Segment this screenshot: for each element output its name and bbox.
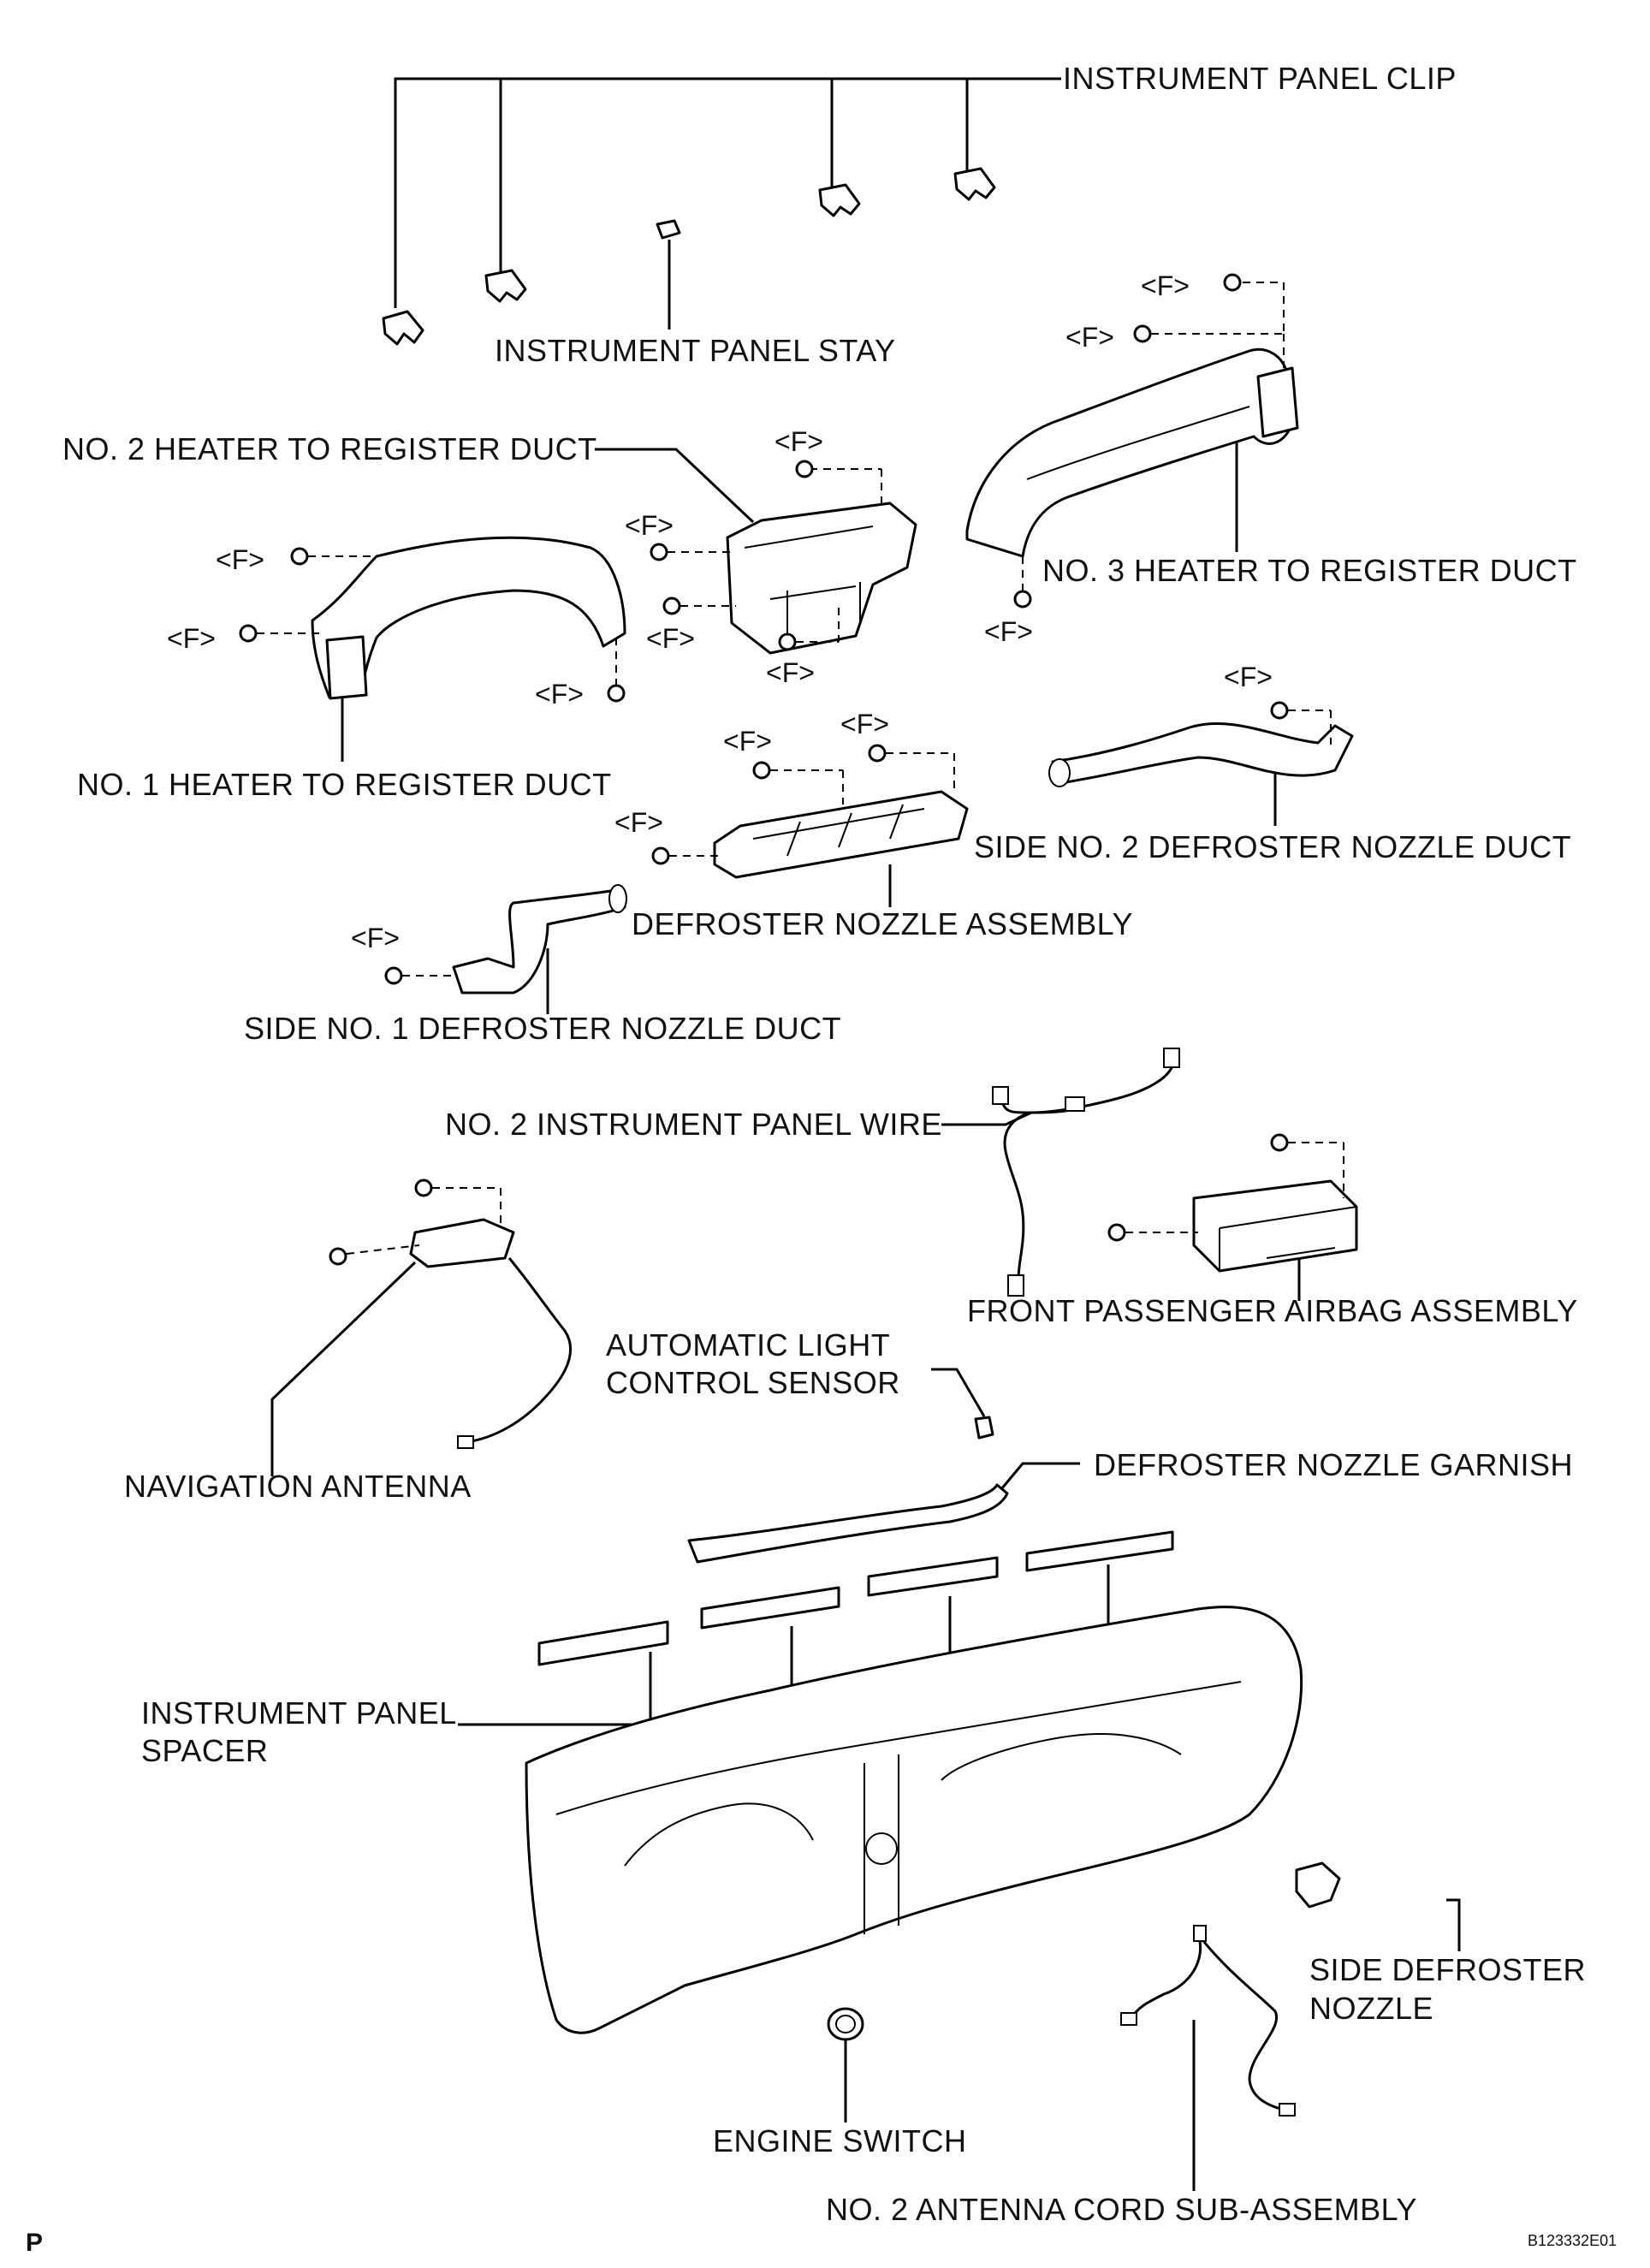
label-no2-heater-duct: NO. 2 HEATER TO REGISTER DUCT <box>62 431 597 466</box>
no2-antenna-cord-icon <box>1120 1925 1296 2117</box>
instrument-panel-clip-icon <box>382 167 996 346</box>
label-no2-antenna-cord: NO. 2 ANTENNA CORD SUB-ASSEMBLY <box>826 2192 1417 2227</box>
side-defroster-nozzle-icon <box>1295 1861 1341 1909</box>
clip-fastener-icon <box>239 273 1289 1266</box>
fastener-mark: <F> <box>1065 322 1114 353</box>
navigation-antenna-icon <box>346 1187 572 1449</box>
label-automatic-light-sensor-line2: CONTROL SENSOR <box>606 1365 900 1400</box>
fastener-mark: <F> <box>646 623 695 654</box>
defroster-nozzle-garnish-icon <box>687 1483 1009 1564</box>
label-instrument-panel-spacer-line2: SPACER <box>141 1733 269 1768</box>
label-automatic-light-sensor-line1: AUTOMATIC LIGHT <box>606 1327 891 1363</box>
defroster-nozzle-assembly-icon <box>669 752 969 879</box>
side-no1-defroster-duct-icon <box>402 884 627 994</box>
label-instrument-panel-stay: INSTRUMENT PANEL STAY <box>495 333 896 368</box>
instrument-panel-stay-icon <box>656 219 681 240</box>
label-side-no1-defroster-duct: SIDE NO. 1 DEFROSTER NOZZLE DUCT <box>244 1011 842 1046</box>
label-instrument-panel-spacer-line1: INSTRUMENT PANEL <box>141 1695 457 1731</box>
no2-instrument-panel-wire-icon <box>992 1048 1180 1297</box>
fastener-mark: <F> <box>766 657 815 688</box>
fastener-mark: <F> <box>614 807 663 838</box>
no3-heater-duct-icon <box>965 282 1299 591</box>
instrument-panel-icon <box>525 1606 1303 2034</box>
label-defroster-nozzle-garnish: DEFROSTER NOZZLE GARNISH <box>1094 1447 1574 1482</box>
fastener-mark: <F> <box>351 923 400 953</box>
side-no2-defroster-duct-icon <box>1048 709 1354 787</box>
fastener-mark: <F> <box>1224 662 1273 692</box>
fastener-mark: <F> <box>1141 270 1190 301</box>
label-no3-heater-duct: NO. 3 HEATER TO REGISTER DUCT <box>1042 553 1577 588</box>
label-side-defroster-nozzle-line1: SIDE DEFROSTER <box>1309 1952 1587 1987</box>
fastener-mark: <F> <box>216 544 264 575</box>
fastener-mark: <F> <box>775 426 823 457</box>
label-side-no2-defroster-duct: SIDE NO. 2 DEFROSTER NOZZLE DUCT <box>974 829 1572 864</box>
fastener-mark: <F> <box>723 726 772 757</box>
label-no1-heater-duct: NO. 1 HEATER TO REGISTER DUCT <box>77 767 612 802</box>
fastener-mark: <F> <box>840 709 889 739</box>
no1-heater-duct-icon <box>257 536 626 700</box>
fastener-mark: <F> <box>984 616 1033 647</box>
fastener-mark: <F> <box>167 623 216 654</box>
engine-switch-icon <box>827 2007 864 2041</box>
fastener-mark: <F> <box>625 510 674 541</box>
front-passenger-airbag-icon <box>1125 1142 1358 1273</box>
fastener-mark: <F> <box>535 679 584 709</box>
label-defroster-nozzle-assembly: DEFROSTER NOZZLE ASSEMBLY <box>632 906 1133 941</box>
label-no2-instrument-panel-wire: NO. 2 INSTRUMENT PANEL WIRE <box>445 1107 942 1142</box>
label-instrument-panel-clip: INSTRUMENT PANEL CLIP <box>1063 61 1457 96</box>
label-front-passenger-airbag: FRONT PASSENGER AIRBAG ASSEMBLY <box>967 1293 1578 1328</box>
no2-heater-duct-icon <box>668 468 917 655</box>
page-marker: P <box>26 2229 44 2257</box>
instrument-panel-spacer-icon <box>537 1530 1174 1666</box>
automatic-light-sensor-icon <box>974 1416 994 1440</box>
label-navigation-antenna: NAVIGATION ANTENNA <box>124 1469 472 1504</box>
label-engine-switch: ENGINE SWITCH <box>713 2123 967 2158</box>
figure-code: B123332E01 <box>1528 2232 1617 2249</box>
label-side-defroster-nozzle-line2: NOZZLE <box>1309 1991 1434 2026</box>
